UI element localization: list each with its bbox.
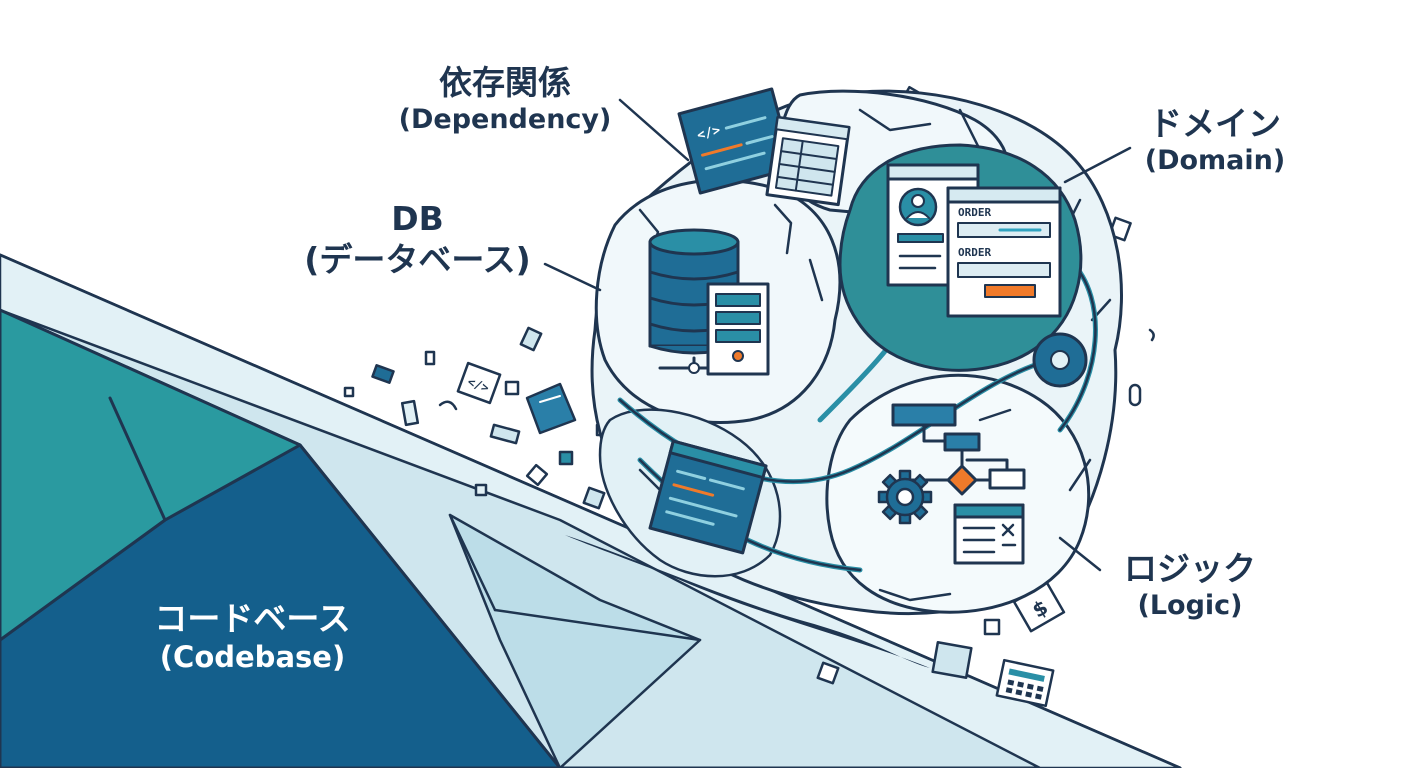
label-codebase-main: コードベース: [120, 598, 385, 639]
order-label-2: ORDER: [958, 246, 991, 259]
label-dependency: 依存関係 (Dependency): [380, 62, 630, 137]
label-logic-main: ロジック: [1105, 548, 1275, 589]
gear-icon: [879, 471, 931, 523]
label-logic-sub: (Logic): [1105, 589, 1275, 623]
label-db-main: DB: [275, 198, 560, 239]
label-dependency-main: 依存関係: [380, 62, 630, 103]
label-domain-main: ドメイン: [1130, 103, 1300, 144]
order-label-1: ORDER: [958, 206, 991, 219]
label-db-sub: (データベース): [275, 239, 560, 280]
label-dependency-sub: (Dependency): [380, 103, 630, 137]
list-panel-icon: [955, 505, 1023, 563]
spreadsheet-window-icon: [767, 117, 849, 204]
broken-window-chip: [527, 384, 575, 433]
label-domain: ドメイン (Domain): [1130, 103, 1300, 178]
label-domain-sub: (Domain): [1130, 144, 1300, 178]
label-codebase-sub: (Codebase): [120, 639, 385, 675]
label-logic: ロジック (Logic): [1105, 548, 1275, 623]
order-form-icon: ORDER ORDER: [948, 188, 1060, 316]
code-chip-icon: </>: [458, 363, 500, 403]
label-codebase: コードベース (Codebase): [120, 598, 385, 676]
server-icon: [708, 284, 768, 374]
label-db: DB (データベース): [275, 198, 560, 281]
